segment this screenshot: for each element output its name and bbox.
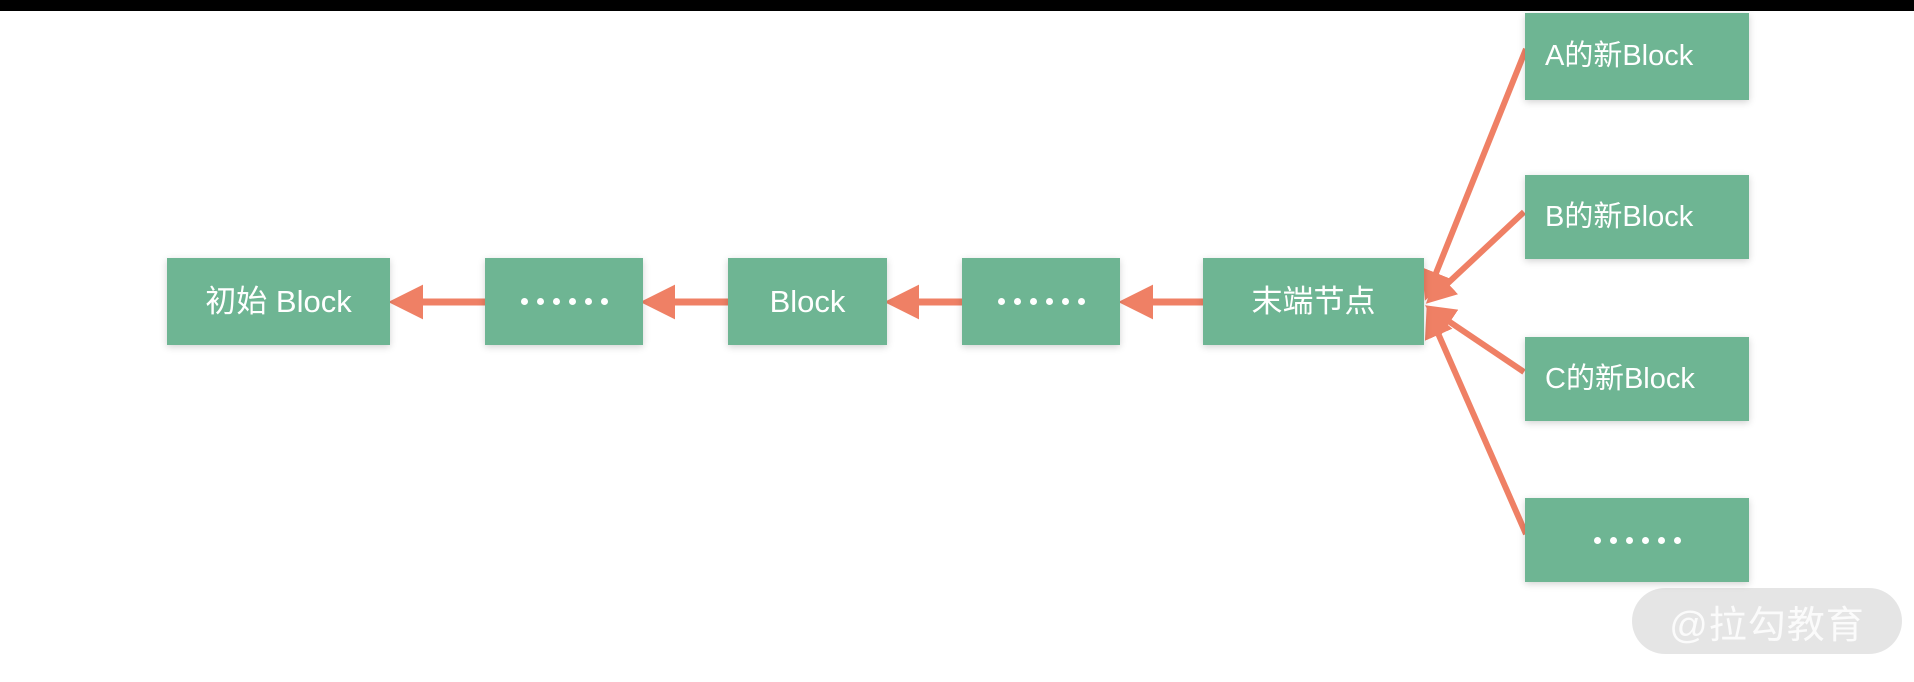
top-black-bar	[0, 0, 1914, 11]
dot	[552, 298, 560, 305]
arrow-forkellipsis-to-tip	[1424, 307, 1529, 536]
dot	[536, 298, 544, 305]
dot	[1625, 536, 1633, 544]
block-node-tip[interactable]: 末端节点	[1203, 258, 1424, 345]
dot	[568, 298, 576, 305]
dot	[1061, 298, 1069, 305]
block-node-fork-ellipsis[interactable]	[1525, 498, 1749, 582]
block-label: 初始 Block	[205, 284, 352, 319]
block-label: B的新Block	[1545, 200, 1694, 233]
dot	[1013, 298, 1021, 305]
dot	[520, 298, 528, 305]
fork-arrow-group	[1422, 47, 1529, 536]
dot	[1641, 536, 1649, 544]
dot	[1609, 536, 1617, 544]
dot	[1077, 298, 1085, 305]
block-label: A的新Block	[1545, 40, 1694, 72]
arrow-forka-to-tip	[1422, 47, 1529, 301]
arrow-forkc-to-tip	[1425, 305, 1526, 375]
ellipsis-dots-icon	[485, 298, 643, 305]
block-node-genesis[interactable]: 初始 Block	[167, 258, 390, 345]
ellipsis-dots-icon	[962, 298, 1120, 305]
dot	[1593, 536, 1601, 544]
dot	[1673, 536, 1681, 544]
block-node-fork-c[interactable]: C的新Block	[1525, 337, 1749, 421]
arrow-forkb-to-tip	[1425, 209, 1527, 304]
dot	[600, 298, 608, 305]
dot	[997, 298, 1005, 305]
watermark-label: @拉勾教育	[1669, 604, 1865, 647]
block-label: 末端节点	[1251, 284, 1376, 319]
block-label: Block	[769, 284, 846, 319]
block-node-fork-b[interactable]: B的新Block	[1525, 175, 1749, 259]
block-node-fork-a[interactable]: A的新Block	[1525, 13, 1749, 100]
dot	[1657, 536, 1665, 544]
block-label: C的新Block	[1545, 362, 1695, 395]
dot	[584, 298, 592, 305]
ellipsis-dots-icon	[1525, 536, 1749, 544]
watermark-badge: @拉勾教育	[1632, 588, 1902, 654]
block-node-chain-ellipsis-2[interactable]	[962, 258, 1120, 345]
dot	[1029, 298, 1037, 305]
block-node-block[interactable]: Block	[728, 258, 887, 345]
block-node-chain-ellipsis-1[interactable]	[485, 258, 643, 345]
dot	[1045, 298, 1053, 305]
